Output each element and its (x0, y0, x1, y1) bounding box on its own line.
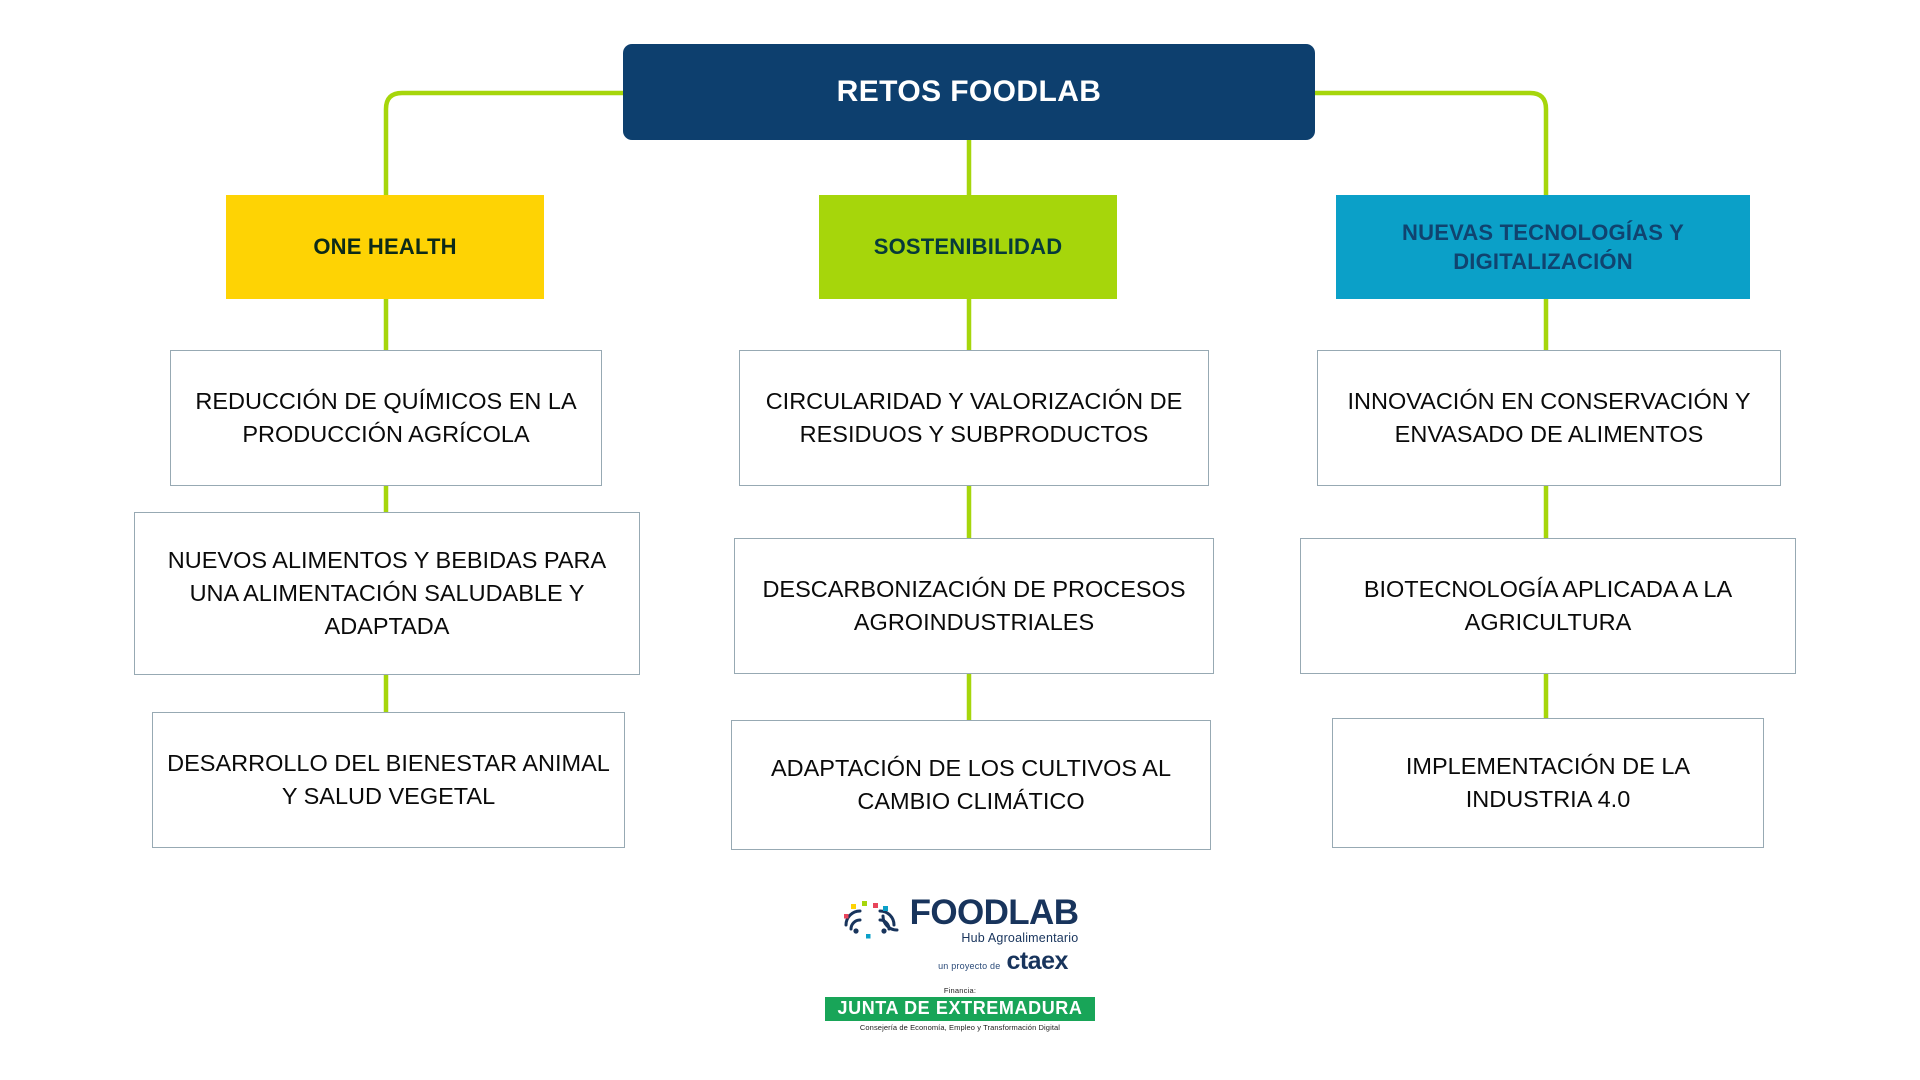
root-node-label: RETOS FOODLAB (836, 74, 1102, 108)
leaf-node-label: DESARROLLO DEL BIENESTAR ANIMAL Y SALUD … (167, 750, 610, 809)
junta-extremadura-logo: Financia: JUNTA DE EXTREMADURA Consejerí… (825, 986, 1095, 1032)
foodlab-tagline: Hub Agroalimentario (961, 931, 1079, 945)
category-label-nuevas-tecnologias-digitalizacion: NUEVAS TECNOLOGÍAS Y DIGITALIZACIÓN (1402, 219, 1684, 274)
leaf-node-label: BIOTECNOLOGÍA APLICADA A LA AGRICULTURA (1363, 576, 1733, 635)
category-node-one-health[interactable]: ONE HEALTH (226, 195, 544, 299)
ctaex-wordmark: ctaex (1006, 947, 1068, 975)
leaf-node[interactable]: IMPLEMENTACIÓN DE LA INDUSTRIA 4.0 (1332, 718, 1764, 848)
leaf-node-label: IMPLEMENTACIÓN DE LA INDUSTRIA 4.0 (1405, 753, 1691, 812)
leaf-node-label: REDUCCIÓN DE QUÍMICOS EN LA PRODUCCIÓN A… (195, 388, 577, 447)
leaf-node-label: NUEVOS ALIMENTOS Y BEBIDAS PARA UNA ALIM… (167, 547, 607, 639)
footer-logo-group: FOODLAB Hub Agroalimentario un proyecto … (0, 895, 1920, 1032)
connector-root-to-col3 (1315, 90, 1549, 195)
leaf-node[interactable]: DESARROLLO DEL BIENESTAR ANIMAL Y SALUD … (152, 712, 625, 848)
ctaex-prefix-label: un proyecto de (938, 961, 1001, 971)
leaf-node-label: CIRCULARIDAD Y VALORIZACIÓN DE RESIDUOS … (765, 388, 1183, 447)
category-label-sostenibilidad: SOSTENIBILIDAD (873, 234, 1063, 260)
foodlab-wordmark: FOODLAB (909, 893, 1079, 932)
leaf-node-label: ADAPTACIÓN DE LOS CULTIVOS AL CAMBIO CLI… (770, 755, 1172, 814)
junta-subtitle: Consejería de Economía, Empleo y Transfo… (859, 1022, 1061, 1032)
category-node-nuevas-tecnologias-digitalizacion[interactable]: NUEVAS TECNOLOGÍAS Y DIGITALIZACIÓN (1336, 195, 1750, 299)
leaf-node[interactable]: NUEVOS ALIMENTOS Y BEBIDAS PARA UNA ALIM… (134, 512, 640, 675)
leaf-node[interactable]: REDUCCIÓN DE QUÍMICOS EN LA PRODUCCIÓN A… (170, 350, 602, 486)
foodlab-network-icon (843, 901, 899, 939)
connector-root-to-col1 (383, 90, 623, 195)
leaf-node-label: INNOVACIÓN EN CONSERVACIÓN Y ENVASADO DE… (1347, 388, 1751, 447)
leaf-node[interactable]: INNOVACIÓN EN CONSERVACIÓN Y ENVASADO DE… (1317, 350, 1781, 486)
ctaex-logo: un proyecto de ctaex (938, 949, 1068, 974)
leaf-node[interactable]: ADAPTACIÓN DE LOS CULTIVOS AL CAMBIO CLI… (731, 720, 1211, 850)
root-node-retos-foodlab[interactable]: RETOS FOODLAB (623, 44, 1315, 140)
leaf-node-label: DESCARBONIZACIÓN DE PROCESOS AGROINDUSTR… (762, 576, 1186, 635)
leaf-node[interactable]: CIRCULARIDAD Y VALORIZACIÓN DE RESIDUOS … (739, 350, 1209, 486)
leaf-node[interactable]: BIOTECNOLOGÍA APLICADA A LA AGRICULTURA (1300, 538, 1796, 674)
junta-banner-text: JUNTA DE EXTREMADURA (825, 997, 1095, 1021)
category-node-sostenibilidad[interactable]: SOSTENIBILIDAD (819, 195, 1117, 299)
junta-financia-label: Financia: (943, 986, 977, 995)
leaf-node[interactable]: DESCARBONIZACIÓN DE PROCESOS AGROINDUSTR… (734, 538, 1214, 674)
foodlab-logo: FOODLAB Hub Agroalimentario (842, 895, 1079, 945)
category-label-one-health: ONE HEALTH (313, 234, 457, 260)
